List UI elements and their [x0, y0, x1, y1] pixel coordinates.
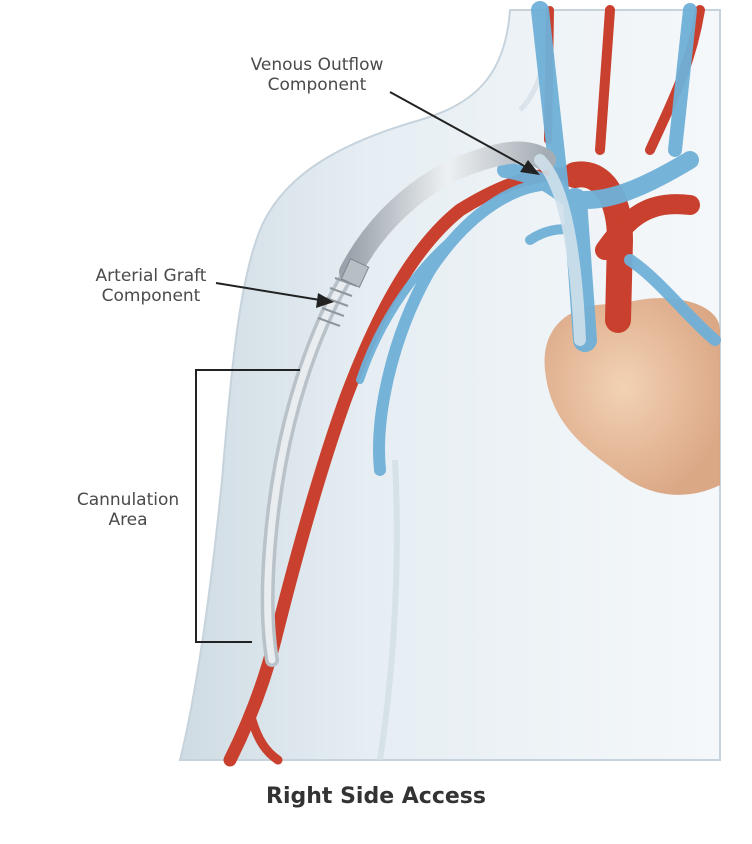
- cannulation-bracket: [195, 369, 300, 643]
- venous-outflow-label: Venous Outflow Component: [232, 55, 402, 95]
- arterial-graft-pointer: [215, 282, 334, 308]
- venous-outflow-label-line2: Component: [267, 75, 367, 95]
- cannulation-area-label-line1: Cannulation: [76, 490, 180, 510]
- arterial-graft-label-line2: Component: [101, 286, 201, 306]
- armpit-contour: [377, 459, 400, 761]
- figure-caption: Right Side Access: [266, 784, 486, 809]
- arterial-graft-label: Arterial Graft Component: [76, 266, 226, 306]
- cannulation-area-label-line2: Area: [108, 510, 148, 530]
- anatomy-illustration: Venous Outflow Component Arterial Graft …: [58, 1, 721, 767]
- veins: [356, 1, 721, 476]
- anatomy-svg: [178, 1, 721, 767]
- arterial-graft-label-line1: Arterial Graft: [95, 266, 207, 286]
- venous-outflow-pointer: [389, 91, 540, 175]
- cannulation-area-label: Cannulation Area: [58, 490, 198, 530]
- graft-device: [260, 141, 586, 667]
- venous-outflow-label-line1: Venous Outflow: [250, 55, 384, 75]
